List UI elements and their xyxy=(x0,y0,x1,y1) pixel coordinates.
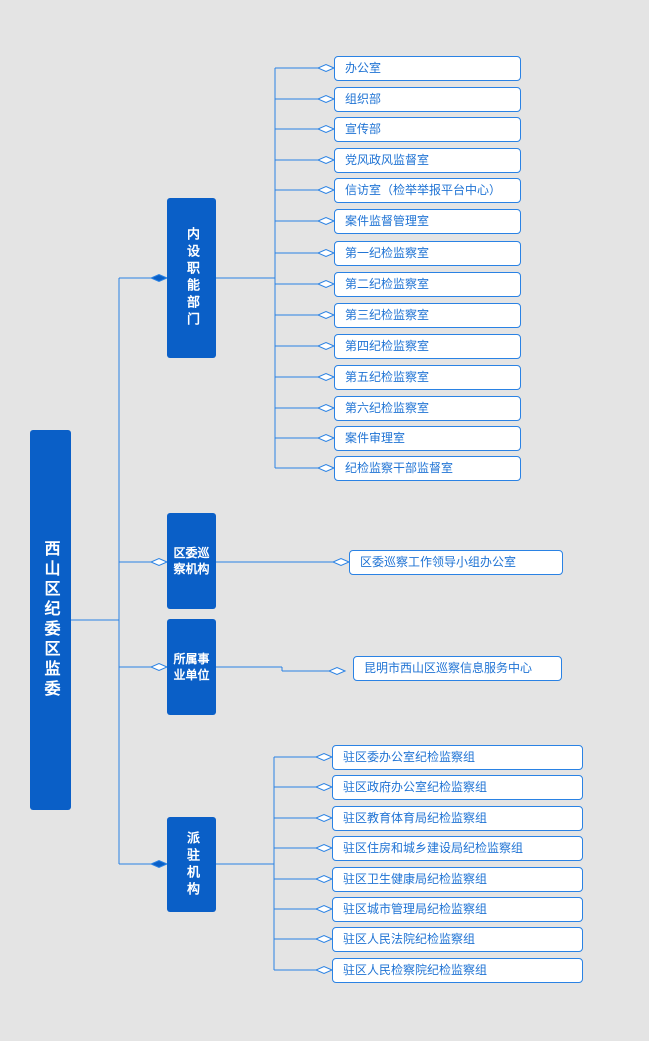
connector-diamond xyxy=(314,782,334,792)
connector-diamond xyxy=(316,403,336,413)
category-internal-departments: 内设职能部门 xyxy=(167,198,216,358)
category-label: 派驻机构 xyxy=(184,830,199,899)
org-unit-box: 党风政风监督室 xyxy=(334,147,521,173)
category-label: 内设职能部门 xyxy=(184,227,199,329)
org-unit-box: 第一纪检监察室 xyxy=(334,240,521,266)
org-unit-box: 办公室 xyxy=(334,55,521,81)
category-label: 区委巡察机构 xyxy=(173,546,210,576)
org-unit-box: 第五纪检监察室 xyxy=(334,364,521,390)
connector-diamond xyxy=(316,124,336,134)
connector-diamond xyxy=(149,859,169,869)
org-unit-box: 驻区人民检察院纪检监察组 xyxy=(332,957,583,983)
category-label: 所属事业单位 xyxy=(173,652,210,682)
connector-diamond xyxy=(316,185,336,195)
connector-diamond xyxy=(314,904,334,914)
org-unit-box: 第四纪检监察室 xyxy=(334,333,521,359)
connector-diamond xyxy=(314,965,334,975)
connector-diamond xyxy=(316,433,336,443)
connector-diamond xyxy=(314,843,334,853)
org-unit-box: 昆明市西山区巡察信息服务中心 xyxy=(353,655,562,681)
connector-diamond xyxy=(316,463,336,473)
connector-diamond xyxy=(316,372,336,382)
org-unit-box: 第三纪检监察室 xyxy=(334,302,521,328)
org-unit-box: 驻区城市管理局纪检监察组 xyxy=(332,896,583,922)
connector-diamond xyxy=(316,155,336,165)
org-unit-box: 第六纪检监察室 xyxy=(334,395,521,421)
org-unit-box: 驻区住房和城乡建设局纪检监察组 xyxy=(332,835,583,861)
connector-diamond xyxy=(316,216,336,226)
org-unit-box: 驻区委办公室纪检监察组 xyxy=(332,744,583,770)
connector-diamond xyxy=(149,662,169,672)
connector-diamond xyxy=(314,934,334,944)
org-unit-box: 驻区人民法院纪检监察组 xyxy=(332,926,583,952)
connector-diamond xyxy=(316,341,336,351)
org-unit-box: 区委巡察工作领导小组办公室 xyxy=(349,549,563,575)
root-label: 西山区纪委区监委 xyxy=(41,540,61,700)
org-unit-box: 案件监督管理室 xyxy=(334,208,521,234)
connector-diamond xyxy=(316,94,336,104)
org-unit-box: 驻区政府办公室纪检监察组 xyxy=(332,774,583,800)
org-unit-box: 组织部 xyxy=(334,86,521,112)
org-unit-box: 案件审理室 xyxy=(334,425,521,451)
org-unit-box: 驻区教育体育局纪检监察组 xyxy=(332,805,583,831)
connector-diamond xyxy=(331,557,351,567)
connector-diamond xyxy=(149,273,169,283)
connector-diamond xyxy=(316,279,336,289)
connector-diamond xyxy=(316,248,336,258)
connector-diamond xyxy=(327,666,347,676)
root-node: 西山区纪委区监委 xyxy=(30,430,71,810)
org-unit-box: 宣传部 xyxy=(334,116,521,142)
connector-diamond xyxy=(316,310,336,320)
connector-diamond xyxy=(314,874,334,884)
org-unit-box: 纪检监察干部监督室 xyxy=(334,455,521,481)
connector-diamond xyxy=(314,813,334,823)
category-inspection-agency: 区委巡察机构 xyxy=(167,513,216,609)
org-unit-box: 第二纪检监察室 xyxy=(334,271,521,297)
connector-diamond xyxy=(149,557,169,567)
connector-diamond xyxy=(314,752,334,762)
connector-diamond xyxy=(316,63,336,73)
category-dispatched-agencies: 派驻机构 xyxy=(167,817,216,912)
category-affiliated-units: 所属事业单位 xyxy=(167,619,216,715)
org-unit-box: 驻区卫生健康局纪检监察组 xyxy=(332,866,583,892)
org-unit-box: 信访室（检举举报平台中心） xyxy=(334,177,521,203)
